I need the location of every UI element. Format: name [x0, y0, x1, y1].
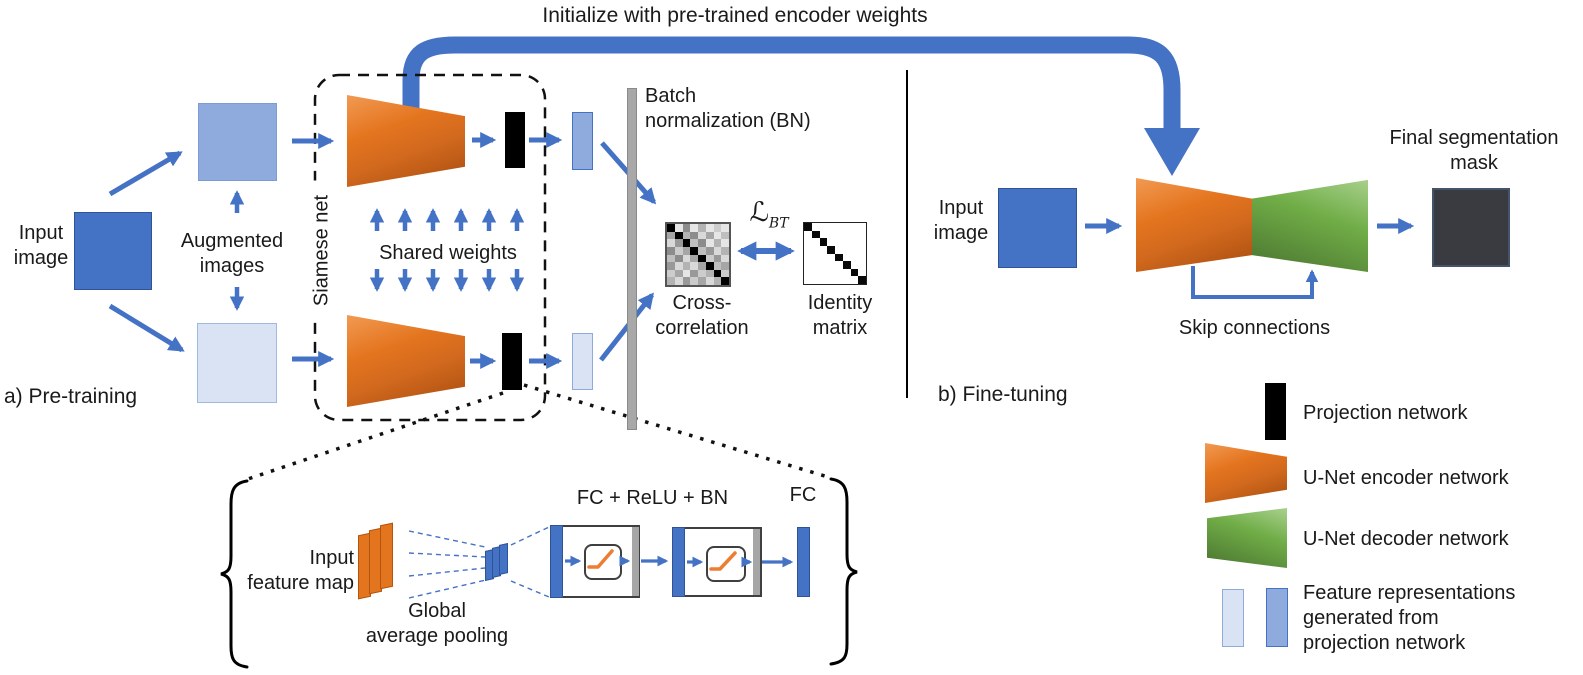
fc-block-2-input-bar	[672, 527, 685, 597]
legend-projection-label: Projection network	[1303, 402, 1468, 424]
feature-map-plane-3	[380, 522, 393, 590]
augmented-images-label: Augmented images	[180, 230, 284, 277]
cross-correlation-label: Cross-correlation	[655, 292, 749, 339]
figure-title: Initialize with pre-trained encoder weig…	[542, 4, 928, 27]
input-image-square-a	[74, 212, 152, 290]
relu-box-2	[706, 546, 746, 582]
skip-connection-arrow	[1191, 266, 1319, 299]
input-image-square-b	[998, 188, 1077, 268]
pooled-plane-3	[499, 543, 508, 575]
encoder-a-bottom-shape	[347, 315, 465, 407]
encoder-a-top-shape	[347, 95, 465, 187]
input-image-label-b: Input image	[933, 197, 989, 244]
loss-label: ℒBT	[737, 197, 801, 236]
segmentation-mask-square	[1432, 188, 1510, 267]
unet-decoder-shape	[1252, 179, 1368, 272]
feature-representation-bottom	[572, 333, 593, 390]
unet-encoder-icon	[1205, 443, 1287, 503]
batch-norm-label-line2: normalization (BN)	[645, 110, 811, 132]
loss-symbol: ℒ	[749, 197, 769, 228]
unet-decoder-icon	[1207, 508, 1287, 568]
global-average-pooling-label: Global average pooling	[352, 599, 522, 649]
input-feature-map-line2: feature map	[247, 572, 354, 594]
identity-matrix-label: Identity matrix	[807, 292, 873, 339]
gap-label-line2: average pooling	[365, 625, 509, 647]
augmented-image-bottom-square	[197, 323, 277, 403]
panel-a-label: a) Pre-training	[4, 385, 138, 408]
gap-label-line1: Global	[408, 600, 466, 622]
legend-encoder-label: U-Net encoder network	[1303, 467, 1509, 489]
pooling-dashed-lines	[408, 526, 550, 599]
batch-norm-bar	[627, 88, 637, 430]
shared-weights-label: Shared weights	[379, 242, 517, 264]
big-arrowhead-icon	[1144, 128, 1200, 176]
fc-block-1-bn-bar	[632, 527, 639, 596]
callout-dotted-lines	[247, 383, 829, 481]
relu-box-1	[584, 544, 622, 580]
fc-block-1-input-bar	[550, 525, 563, 598]
input-image-label-a: Input image	[13, 222, 69, 269]
projection-network-icon	[1265, 383, 1286, 440]
final-mask-label: Final segmentation mask	[1389, 127, 1559, 174]
fc-block-2-bn-bar	[753, 529, 760, 595]
legend-decoder-label: U-Net decoder network	[1303, 528, 1509, 550]
fc-label: FC	[789, 484, 817, 506]
feature-representation-top	[572, 112, 593, 170]
cross-correlation-matrix	[665, 222, 731, 287]
siamese-net-label: Siamese net	[309, 180, 335, 321]
batch-norm-label-line1: Batch	[645, 85, 697, 107]
projection-network-bar-bottom	[502, 333, 522, 390]
fc-relu-bn-label: FC + ReLU + BN	[576, 487, 729, 509]
feature-representation-icon	[1222, 589, 1244, 647]
batch-norm-label: Batch normalization (BN)	[645, 84, 845, 134]
identity-matrix	[803, 222, 867, 285]
projection-network-bar-top	[505, 112, 525, 168]
panel-b-label: b) Fine-tuning	[938, 383, 1068, 406]
legend-feature-label: Feature representations generated from p…	[1303, 582, 1516, 654]
input-feature-map-label: Input feature map	[226, 546, 354, 596]
input-feature-map-line1: Input	[309, 547, 354, 569]
feature-representation-icon-2	[1266, 588, 1288, 647]
augmented-image-top-square	[198, 103, 277, 181]
skip-connections-label: Skip connections	[1178, 317, 1331, 339]
loss-subscript: BT	[768, 215, 789, 232]
fc-final-bar	[797, 527, 810, 597]
unet-encoder-shape	[1136, 178, 1252, 272]
